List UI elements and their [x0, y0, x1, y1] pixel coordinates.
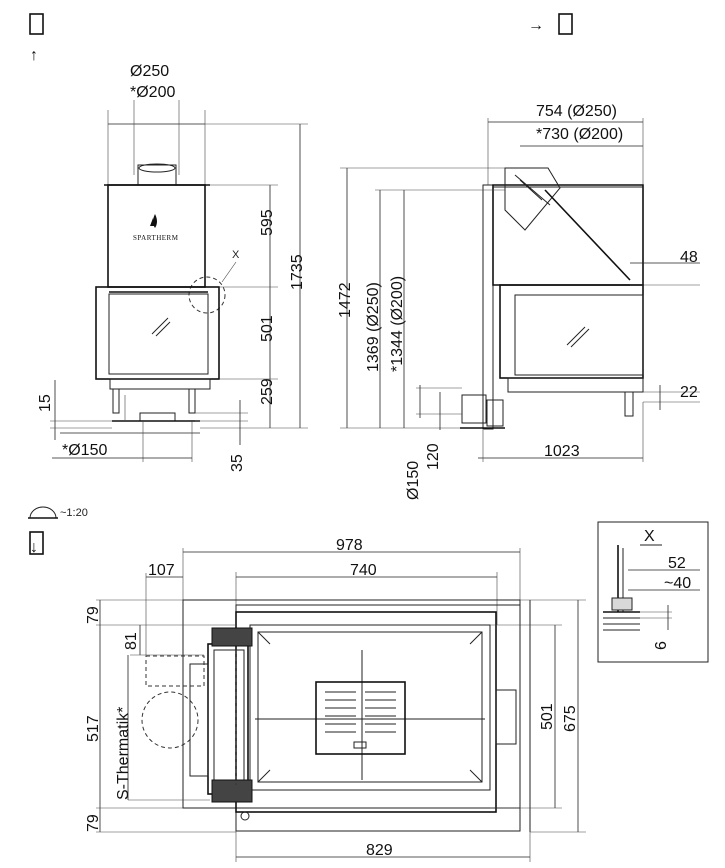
front-flue-dim: Ø250	[130, 63, 169, 80]
side-dim-730: *730 (Ø200)	[536, 126, 623, 143]
detail-dim-40: ~40	[664, 575, 691, 592]
front-view: Ø250 *Ø200 SPARTHERM X	[37, 63, 308, 472]
detail-dim-52: 52	[668, 555, 686, 572]
side-dim-1023: 1023	[544, 443, 580, 460]
side-view-marker: →	[528, 13, 573, 35]
protractor-icon	[29, 506, 57, 519]
front-dim-259: 259	[259, 378, 276, 405]
top-view-marker: ↓	[29, 531, 44, 556]
top-dim-107: 107	[148, 562, 175, 579]
scale-label: ~1:20	[60, 507, 88, 519]
top-dim-501: 501	[539, 703, 556, 730]
side-dim-48: 48	[680, 249, 698, 266]
side-view: 754 (Ø250) *730 (Ø200) 48	[337, 103, 700, 500]
scale-indicator: ~1:20	[28, 506, 88, 519]
front-dim-air: *Ø150	[62, 442, 107, 459]
top-dim-740: 740	[350, 562, 377, 579]
top-view-arrow-icon: ↓	[30, 539, 38, 556]
side-dim-754: 754 (Ø250)	[536, 103, 617, 120]
front-dim-501: 501	[259, 315, 276, 342]
top-view: 978 740 107	[85, 537, 586, 862]
top-dim-829: 829	[366, 842, 393, 859]
side-view-arrow-icon: →	[528, 17, 544, 34]
detail-x-circle	[188, 276, 226, 314]
top-dim-675: 675	[562, 705, 579, 732]
front-view-arrow-icon: ↑	[30, 47, 38, 64]
front-dim-1735: 1735	[289, 254, 306, 290]
air-inlet-circle	[141, 691, 199, 749]
top-dim-517: 517	[85, 715, 102, 742]
grate	[315, 681, 406, 755]
side-dim-22: 22	[680, 384, 698, 401]
front-dim-15: 15	[37, 394, 54, 412]
front-dim-595: 595	[259, 209, 276, 236]
side-dim-120: 120	[425, 443, 442, 470]
side-dim-1472: 1472	[337, 282, 354, 318]
spartherm-logo: SPARTHERM	[133, 214, 179, 242]
detail-dim-6: 6	[653, 641, 670, 650]
svg-text:SPARTHERM: SPARTHERM	[133, 234, 179, 242]
detail-x-box: X 52 ~40 6	[597, 521, 709, 663]
top-dim-79-bottom: 79	[85, 814, 102, 832]
side-dim-1344: *1344 (Ø200)	[389, 276, 406, 372]
front-flue-dim-alt: *Ø200	[130, 84, 175, 101]
detail-x-label: X	[232, 249, 240, 261]
top-dim-81: 81	[123, 632, 140, 650]
side-dim-150: Ø150	[405, 461, 422, 500]
front-dim-35: 35	[229, 454, 246, 472]
side-dim-1369: 1369 (Ø250)	[365, 282, 382, 372]
top-dim-79-top: 79	[85, 606, 102, 624]
top-dim-s-thermatik: S-Thermatik*	[115, 707, 132, 800]
front-view-marker: ↑	[29, 13, 44, 64]
top-dim-978: 978	[336, 537, 363, 554]
detail-box-label: X	[644, 528, 655, 545]
